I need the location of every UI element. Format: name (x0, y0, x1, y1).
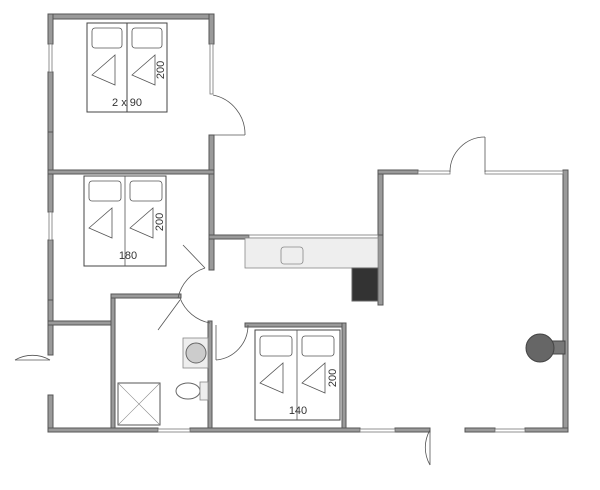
walls (47, 13, 569, 433)
bed-double-2x90: 2 x 90 200 (86, 22, 168, 113)
stove-icon (351, 267, 379, 302)
bathroom (117, 337, 209, 426)
kitchen (244, 237, 379, 302)
kitchen-counter (244, 237, 379, 269)
windows (48, 43, 564, 433)
bed-width-label: 180 (119, 250, 137, 262)
bed-length-label: 200 (155, 61, 167, 79)
fireplace-icon (525, 333, 566, 363)
bed-width-label: 140 (289, 405, 307, 417)
bed-width-label: 2 x 90 (112, 97, 142, 109)
washbasin-bowl-icon (185, 342, 207, 364)
toilet-tank-icon (199, 381, 209, 401)
kitchen-sink-icon (280, 246, 304, 265)
bed-length-label: 200 (327, 369, 339, 387)
bed-double-140: 140 200 (254, 329, 341, 421)
bed-double-180: 180 200 (83, 175, 167, 267)
bed-length-label: 200 (154, 213, 166, 231)
toilet-icon (175, 382, 201, 400)
shower-drain-cross (117, 382, 161, 426)
doors (14, 94, 486, 466)
